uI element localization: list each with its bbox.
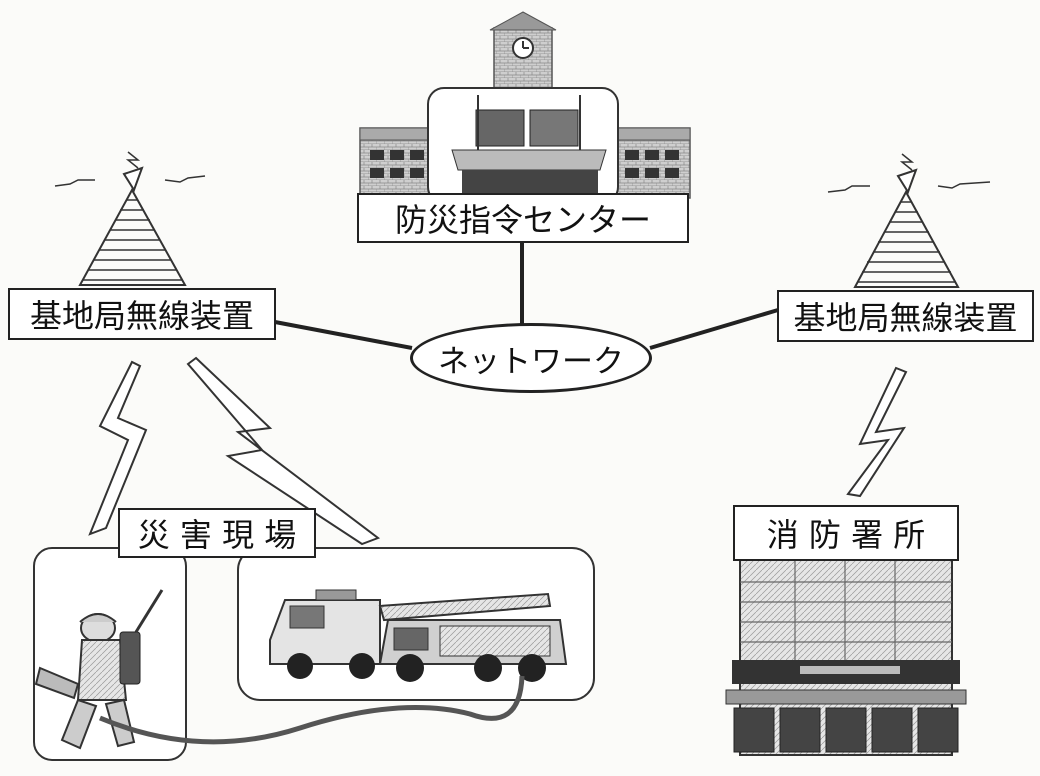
base-station-left-label: 基地局無線装置 [8,288,276,340]
lightning-icon [186,356,381,546]
fire-station-label: 消 防 署 所 [733,505,959,561]
network-ellipse: ネットワーク [410,323,652,393]
firefighter-panel [33,547,187,761]
lightning-icon [846,366,908,498]
disaster-site-label: 災 害 現 場 [118,508,316,558]
fire-station-building [725,559,967,756]
command-center-building [359,11,691,204]
fire-truck-panel [237,547,595,701]
base-station-right-label: 基地局無線装置 [777,290,1034,342]
command-center-label: 防災指令センター [357,193,689,243]
radio-icon [119,631,141,685]
radio-link-bolts [88,356,908,546]
right-antenna-tower [827,153,991,288]
hose-line [99,675,525,745]
network-links [274,240,779,350]
left-antenna-tower [54,151,206,286]
lightning-icon [88,360,148,536]
